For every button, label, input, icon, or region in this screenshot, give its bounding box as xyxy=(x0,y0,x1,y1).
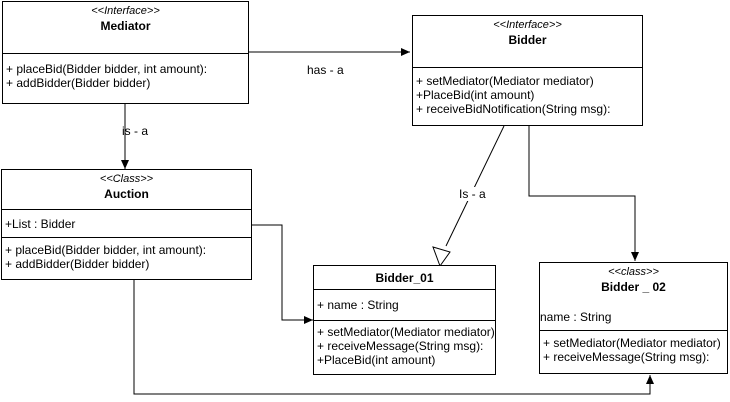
bidder01-class-box[interactable]: Bidder_01 + name : String + setMediator(… xyxy=(313,265,496,375)
method-item: + placeBid(Bidder bidder, int amount): xyxy=(6,62,208,76)
generalization-arrowhead xyxy=(432,246,451,268)
bidder02-methods: + setMediator(Mediator mediator) + recei… xyxy=(540,331,727,367)
method-item: + receiveMessage(String msg): xyxy=(317,339,484,353)
auction-methods: + placeBid(Bidder bidder, int amount): +… xyxy=(2,238,251,274)
method-item: + addBidder(Bidder bidder) xyxy=(6,76,151,90)
is-a-label-mediator: is - a xyxy=(122,124,149,138)
bidder-title: Bidder xyxy=(508,33,547,47)
mediator-stereotype: <<Interface>> xyxy=(91,5,160,17)
bidder01-title: Bidder_01 xyxy=(375,271,434,285)
auction-title: Auction xyxy=(104,187,149,201)
method-item: + addBidder(Bidder bidder) xyxy=(5,257,150,271)
method-item: +PlaceBid(int amount) xyxy=(317,353,436,367)
auction-attributes: +List : Bidder xyxy=(2,210,251,238)
auction-stereotype: <<Class>> xyxy=(99,173,154,185)
method-item: + placeBid(Bidder bidder, int amount): xyxy=(5,243,207,257)
has-a-label: has - a xyxy=(307,63,344,77)
bidder02-class-box[interactable]: <<class>> Bidder _ 02 name : String + se… xyxy=(539,262,728,374)
mediator-title: Mediator xyxy=(100,19,151,33)
is-a-connector-bidder01 xyxy=(445,125,505,247)
method-item: + setMediator(Mediator mediator) xyxy=(543,336,721,350)
method-item: + setMediator(Mediator mediator) xyxy=(317,325,495,339)
mediator-interface-box[interactable]: <<Interface>> Mediator + placeBid(Bidder… xyxy=(2,1,249,104)
attribute-item: + name : String xyxy=(317,298,399,312)
method-item: + receiveMessage(String msg): xyxy=(543,350,710,364)
bidder01-methods: + setMediator(Mediator mediator) + recei… xyxy=(314,321,495,370)
bidder01-attributes: + name : String xyxy=(314,290,495,321)
bidder02-title: Bidder _ 02 xyxy=(601,280,666,294)
auction-class-box[interactable]: <<Class>> Auction +List : Bidder + place… xyxy=(1,169,252,280)
bidder02-stereotype: <<class>> xyxy=(608,266,659,278)
bidder-to-bidder02-connector xyxy=(528,126,639,261)
method-item: + receiveBidNotification(String msg): xyxy=(416,102,611,116)
auction-to-bidder01-connector xyxy=(251,224,313,324)
auction-to-bidder02-connector xyxy=(133,280,654,395)
attribute-item: +List : Bidder xyxy=(5,217,76,231)
bidder-interface-box[interactable]: <<Interface>> Bidder + setMediator(Media… xyxy=(412,15,643,126)
method-item: +PlaceBid(int amount) xyxy=(416,88,535,102)
bidder-stereotype: <<Interface>> xyxy=(493,19,562,31)
attribute-item: name : String xyxy=(540,310,612,324)
method-item: + setMediator(Mediator mediator) xyxy=(416,74,594,88)
mediator-methods: + placeBid(Bidder bidder, int amount): +… xyxy=(3,54,248,93)
is-a-label-bidder: Is - a xyxy=(459,187,486,201)
bidder-methods: + setMediator(Mediator mediator) +PlaceB… xyxy=(413,68,642,119)
